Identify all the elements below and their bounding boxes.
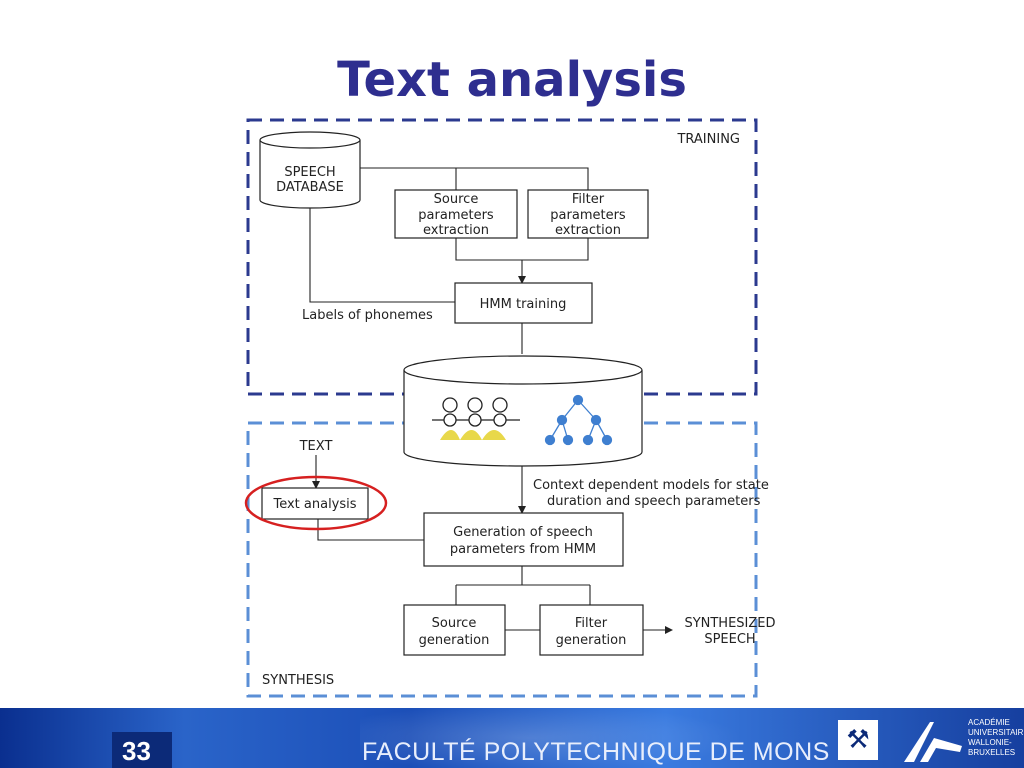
source-generation-line-1: Source (432, 616, 477, 631)
academie-logo-icon (904, 722, 962, 762)
generation-line-1: Generation of speech (453, 525, 593, 540)
source-generation-box: Source generation (403, 604, 506, 656)
source-extraction-line-1: Source (434, 192, 479, 207)
page-number: 33 (122, 736, 151, 766)
academie-line-1: ACADÉMIE (968, 718, 1010, 727)
context-models-label-2: duration and speech parameters (547, 494, 761, 509)
source-parameters-extraction-box: Source parameters extraction (394, 189, 518, 239)
db-to-extraction-connector (360, 167, 589, 190)
context-models-label-1: Context dependent models for state (533, 478, 769, 493)
hmm-training-box: HMM training (454, 282, 593, 324)
speech-database-label-2: DATABASE (276, 180, 344, 195)
generation-box: Generation of speech parameters from HMM (423, 512, 624, 567)
synthesis-label: SYNTHESIS (262, 673, 334, 688)
context-models-cylinder (403, 355, 643, 467)
filter-generation-box: Filter generation (539, 604, 644, 656)
extraction-merge-connector (455, 238, 589, 261)
source-extraction-line-2: parameters (418, 208, 494, 223)
text-analysis-box: Text analysis (261, 487, 369, 520)
highlight-circle (244, 475, 388, 531)
training-label: TRAINING (676, 132, 740, 147)
text-analysis-label: Text analysis (272, 497, 356, 512)
page-title: Text analysis (337, 52, 687, 108)
labels-of-phonemes: Labels of phonemes (302, 308, 433, 323)
hmm-states-icon (432, 397, 520, 440)
footer-decoration (360, 708, 780, 768)
page-number-box (112, 732, 172, 768)
hmm-training-label: HMM training (480, 297, 567, 312)
academie-line-2: UNIVERSITAIRE (968, 728, 1024, 737)
filter-parameters-extraction-box: Filter parameters extraction (527, 189, 649, 239)
analysis-to-generation-connector (317, 519, 424, 541)
filter-extraction-line-1: Filter (572, 192, 605, 207)
academie-line-3: WALLONIE- (968, 738, 1012, 747)
synthesized-speech-line-2: SPEECH (704, 632, 755, 647)
academie-text: ACADÉMIE UNIVERSITAIRE WALLONIE- BRUXELL… (968, 718, 1024, 758)
footer-banner: 33 FACULTÉ POLYTECHNIQUE DE MONS ⚒ ACADÉ… (0, 708, 1024, 768)
source-generation-line-2: generation (419, 633, 490, 648)
fpms-logo-icon: ⚒ (838, 720, 878, 760)
school-name: FACULTÉ POLYTECHNIQUE DE MONS (362, 738, 830, 766)
filter-generation-line-2: generation (556, 633, 627, 648)
decision-tree-icon (544, 394, 613, 446)
text-input-label: TEXT (299, 439, 333, 454)
filter-extraction-line-3: extraction (555, 223, 621, 238)
speech-database: SPEECH DATABASE (259, 131, 361, 209)
labels-connector (309, 208, 455, 303)
filter-generation-line-1: Filter (575, 616, 608, 631)
synthesized-speech-line-1: SYNTHESIZED (684, 616, 775, 631)
generation-line-2: parameters from HMM (450, 542, 596, 557)
filter-extraction-line-2: parameters (550, 208, 626, 223)
speech-database-label-1: SPEECH (284, 165, 335, 180)
generation-split-connector (455, 566, 591, 605)
source-extraction-line-3: extraction (423, 223, 489, 238)
academie-line-4: BRUXELLES (968, 748, 1016, 757)
